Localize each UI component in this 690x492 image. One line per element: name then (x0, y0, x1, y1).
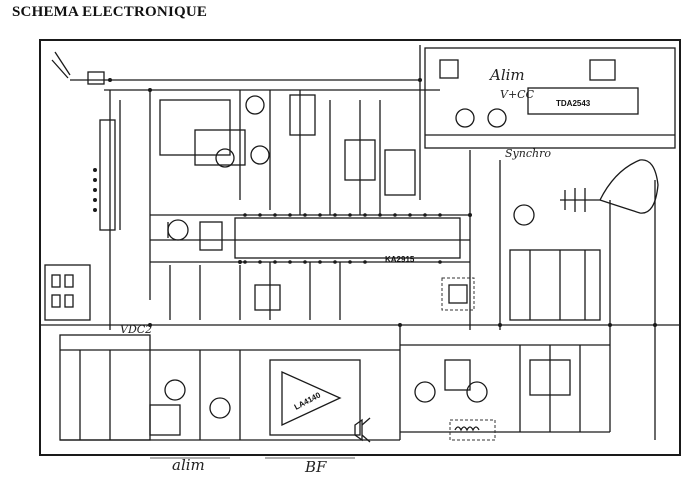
ka2915-label: KA2915 (385, 255, 415, 264)
vertical-feed-lines (109, 45, 656, 440)
ka2915-ic: KA2915 (234, 217, 461, 264)
vdc-note: VDC2 (120, 323, 152, 336)
shielded-module (441, 277, 475, 311)
synchro-note: Synchro (505, 147, 551, 160)
vertical-deflection-section: TDA2543 Alim V+CC Synchro (424, 47, 676, 160)
alim-top-note: Alim (488, 66, 525, 84)
coil-symbol (454, 426, 480, 432)
sync-section (169, 262, 475, 320)
board-outline (39, 39, 681, 456)
horizontal-output-section (509, 204, 601, 321)
bf-note: BF (304, 458, 327, 476)
channel-switch (44, 264, 91, 321)
speaker-symbol (354, 418, 363, 442)
tda2543-ic (527, 87, 639, 115)
bottom-annotations: alim BF (150, 456, 355, 476)
left-connector-strip (93, 119, 116, 231)
power-supply-section: VDC2 (59, 323, 241, 441)
alim-bottom-note: alim (172, 456, 205, 474)
horizontal-driver-section (414, 345, 581, 441)
antenna-symbol (51, 51, 105, 85)
video-transistor (167, 219, 223, 251)
tda2543-label: TDA2543 (556, 99, 591, 108)
junction-dots (108, 78, 657, 327)
power-bus-lines (40, 79, 680, 441)
vcc-note: V+CC (500, 88, 535, 101)
ka2915-pin-row (243, 213, 442, 264)
la4140-audio-amp: LA4140 (269, 359, 371, 443)
crt-tube-symbol (560, 159, 659, 214)
schematic-title: SCHEMA ELECTRONIQUE (12, 4, 208, 20)
tuner-section (159, 90, 416, 215)
